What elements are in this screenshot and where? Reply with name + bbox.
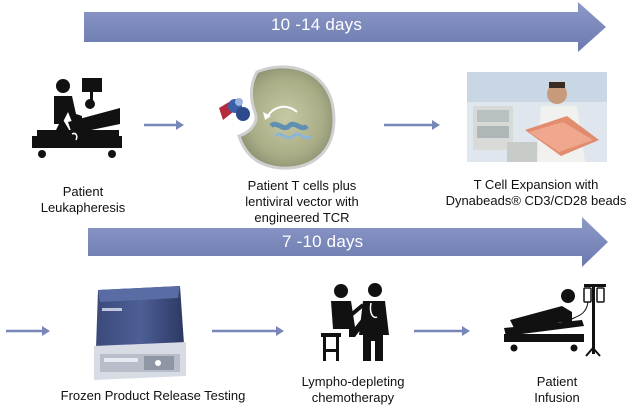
label-line: Patient T cells plus: [247, 178, 357, 193]
label-line: Patient: [62, 184, 104, 199]
label-line: Patient: [536, 374, 578, 389]
label-release-testing: Frozen Product Release Testing: [38, 388, 268, 404]
label-line: Leukapheresis: [40, 200, 126, 215]
doctor-and-patient-icon: [321, 283, 389, 361]
bottom-band-label: 7 -10 days: [282, 232, 364, 251]
label-line: Frozen Product Release Testing: [60, 388, 246, 403]
flow-arrow: [212, 326, 284, 336]
t-cell-with-vector-icon: [219, 65, 336, 170]
flow-arrow: [384, 120, 440, 130]
label-infusion: Patient Infusion: [512, 374, 602, 406]
patient-on-bed-with-monitor-icon: [32, 78, 122, 158]
label-transduction: Patient T cells plus lentiviral vector w…: [222, 178, 382, 226]
label-line: Dynabeads® CD3/CD28 beads: [445, 193, 627, 208]
label-line: Infusion: [534, 390, 580, 405]
flow-arrow: [414, 326, 470, 336]
flow-arrow: [6, 326, 50, 336]
flow-arrow: [144, 120, 184, 130]
label-line: engineered TCR: [254, 210, 350, 225]
label-chemotherapy: Lympho-depleting chemotherapy: [288, 374, 418, 406]
patient-iv-infusion-icon: [504, 284, 606, 357]
top-band-label: 10 -14 days: [271, 15, 363, 34]
label-line: chemotherapy: [311, 390, 395, 405]
lab-scientist-photo: [467, 72, 607, 162]
label-line: T Cell Expansion with: [473, 177, 599, 192]
label-expansion: T Cell Expansion with Dynabeads® CD3/CD2…: [438, 177, 634, 209]
label-line: lentiviral vector with: [245, 194, 359, 209]
timeline-band-top: [84, 2, 606, 52]
flow-cytometer-instrument: [94, 286, 186, 380]
timeline-band-bottom: [88, 217, 608, 267]
label-leukapheresis: Patient Leukapheresis: [28, 184, 138, 216]
label-line: Lympho-depleting: [301, 374, 405, 389]
